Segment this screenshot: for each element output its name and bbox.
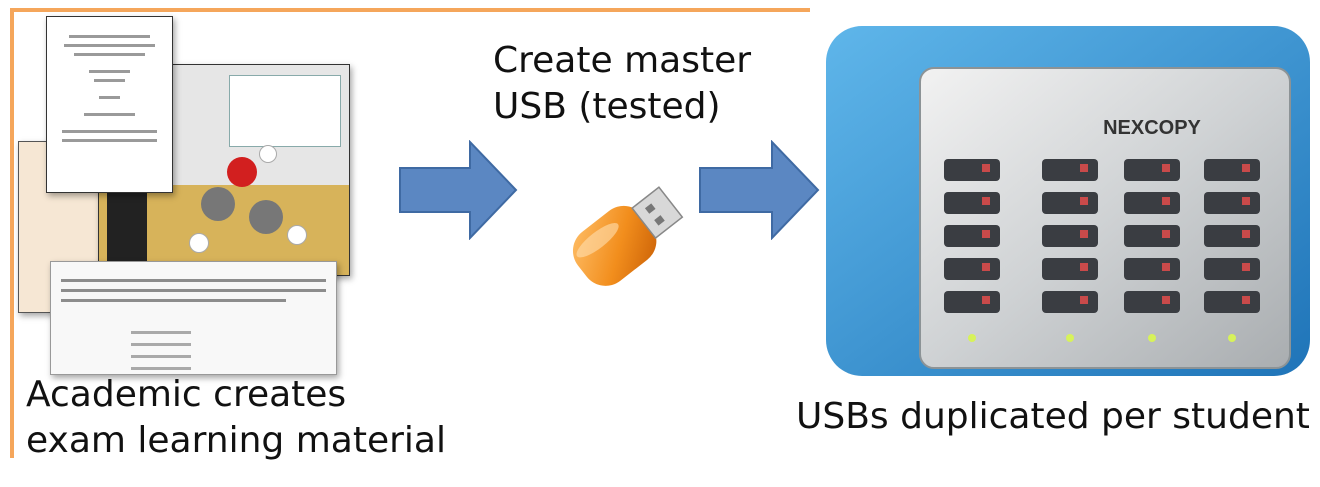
usb-slot <box>1204 258 1260 280</box>
usb-slot <box>944 159 1000 181</box>
usb-slot-indicator <box>1162 164 1170 172</box>
usb-slot <box>1124 291 1180 313</box>
status-led <box>968 334 976 342</box>
atom-white-3 <box>259 145 277 163</box>
quiz-question-card <box>50 261 337 375</box>
atom-grey-1 <box>201 187 235 221</box>
usb-slot-grid <box>944 159 1260 342</box>
usb-slot-indicator <box>1162 197 1170 205</box>
usb-slot <box>944 258 1000 280</box>
arrow-right-icon <box>399 140 518 240</box>
usb-slot-indicator <box>982 263 990 271</box>
scene-info-panel <box>229 75 341 147</box>
usb-slot <box>944 225 1000 247</box>
status-led <box>1228 334 1236 342</box>
arrow-right-icon <box>699 140 820 240</box>
paper-text-lines <box>59 29 160 148</box>
frame-left-border <box>10 8 14 458</box>
step2-caption-line1: Create master <box>493 40 752 81</box>
usb-slot-indicator <box>1162 263 1170 271</box>
step1-caption: Academic creates exam learning material <box>26 372 446 464</box>
usb-slot <box>1042 258 1098 280</box>
usb-slot <box>1124 192 1180 214</box>
usb-slot <box>1124 258 1180 280</box>
exam-paper-cover <box>46 16 173 193</box>
step2-caption-line2: USB (tested) <box>493 86 721 127</box>
usb-slot-indicator <box>1080 296 1088 304</box>
usb-flash-drive-icon <box>572 186 684 286</box>
usb-slot <box>1204 159 1260 181</box>
usb-slot <box>1042 225 1098 247</box>
usb-slot-indicator <box>1162 296 1170 304</box>
usb-slot <box>1204 291 1260 313</box>
usb-slot-indicator <box>982 164 990 172</box>
frame-top-border <box>10 8 810 12</box>
exam-documents-collage <box>18 16 350 376</box>
usb-slot-indicator <box>982 197 990 205</box>
atom-white-1 <box>189 233 209 253</box>
quiz-question-lines <box>61 272 326 309</box>
usb-slot-indicator <box>1080 263 1088 271</box>
step2-caption: Create master USB (tested) <box>493 38 751 130</box>
usb-slot <box>1124 159 1180 181</box>
usb-slot <box>1042 291 1098 313</box>
atom-red <box>227 157 257 187</box>
usb-slot-indicator <box>982 230 990 238</box>
step1-caption-line2: exam learning material <box>26 420 446 461</box>
usb-slot-indicator <box>1242 197 1250 205</box>
device-brand: NEXCOPY <box>1103 117 1201 139</box>
status-led <box>1066 334 1074 342</box>
usb-slot-indicator <box>1242 164 1250 172</box>
usb-slot-indicator <box>1080 197 1088 205</box>
atom-white-2 <box>287 225 307 245</box>
step1-caption-line1: Academic creates <box>26 374 347 415</box>
usb-slot-indicator <box>1162 230 1170 238</box>
step3-caption: USBs duplicated per student <box>796 396 1310 437</box>
atom-grey-2 <box>249 200 283 234</box>
usb-slot-indicator <box>982 296 990 304</box>
quiz-answer-options <box>131 322 191 379</box>
usb-duplicator-tower: NEXCOPY <box>826 26 1310 376</box>
usb-slot <box>1124 225 1180 247</box>
usb-slot <box>1042 192 1098 214</box>
status-led <box>1148 334 1156 342</box>
usb-slot-indicator <box>1080 230 1088 238</box>
usb-slot <box>1204 192 1260 214</box>
usb-slot-indicator <box>1080 164 1088 172</box>
usb-slot <box>1204 225 1260 247</box>
usb-slot-indicator <box>1242 296 1250 304</box>
usb-slot <box>944 192 1000 214</box>
usb-slot-indicator <box>1242 230 1250 238</box>
usb-slot <box>944 291 1000 313</box>
usb-slot-indicator <box>1242 263 1250 271</box>
usb-slot <box>1042 159 1098 181</box>
